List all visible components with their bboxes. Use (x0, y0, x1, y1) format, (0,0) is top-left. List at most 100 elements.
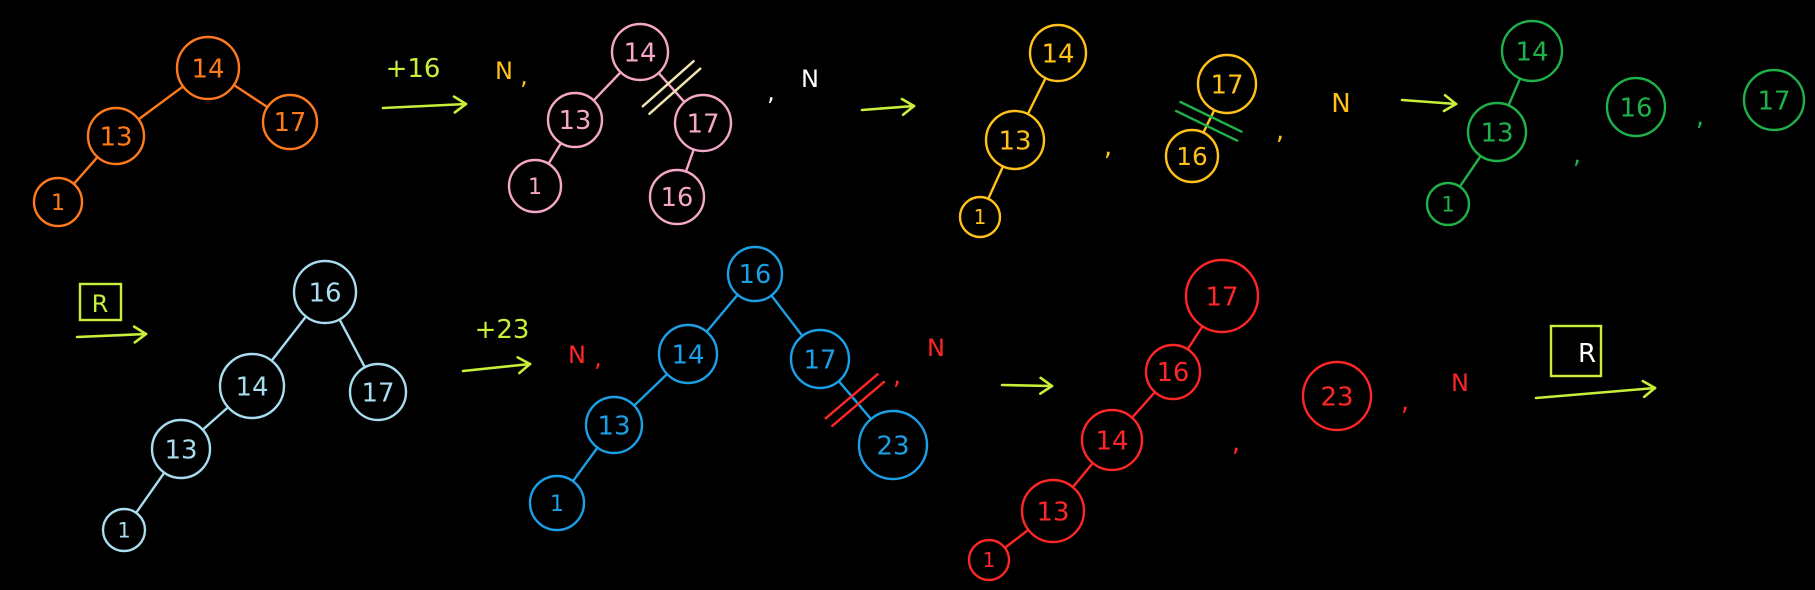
tree-node: 14 (1028, 23, 1088, 83)
tree-edge (657, 71, 686, 104)
tree-node: 23 (857, 409, 929, 481)
tree-edge (633, 372, 669, 407)
comma: , (520, 62, 528, 90)
node-value: 14 (191, 54, 224, 84)
node-value: 14 (235, 372, 268, 402)
tree-edge (705, 293, 739, 333)
node-value: 1 (550, 492, 564, 517)
tree-edge (1003, 528, 1030, 550)
tree-node: 1 (967, 538, 1011, 582)
comma: , (893, 361, 901, 391)
node-value: 14 (671, 340, 704, 370)
tree-edge (134, 471, 166, 515)
tree-edge (1071, 461, 1095, 489)
tree-node: 14 (610, 22, 670, 82)
tree-edge (1130, 390, 1157, 419)
comma: , (767, 78, 775, 106)
node-value: 16 (1176, 142, 1207, 171)
cut-mark (1179, 100, 1243, 133)
node-value: 17 (1210, 70, 1243, 100)
green-single-17: 17 (1742, 68, 1806, 132)
tree-edge (1507, 77, 1522, 107)
node-value: 23 (1320, 382, 1353, 412)
comma: , (1104, 132, 1112, 162)
cut-mark (641, 59, 695, 108)
pink-tree: 14 13 17 1 16 (507, 22, 733, 226)
tree-edge (270, 315, 308, 362)
node-value: 14 (1095, 426, 1128, 456)
tree-node: 16 (726, 245, 784, 303)
tree-node: 17 (673, 93, 733, 153)
tree-node: 16 (648, 168, 706, 226)
tree-node: 1 (101, 507, 147, 553)
arrow-right-icon (1400, 93, 1458, 113)
tree-edge (684, 148, 695, 173)
node-value: 13 (559, 106, 592, 136)
rotate-label-box (78, 282, 123, 322)
tree-node: 13 (1020, 478, 1086, 544)
node-value: 17 (686, 109, 719, 139)
tree-node: 14 (1080, 408, 1144, 472)
tree-node: 17 (789, 328, 851, 390)
tree-node: 13 (584, 395, 644, 455)
insert-23-label: +23 (475, 315, 530, 345)
node-value: 14 (1515, 37, 1548, 67)
tree-node: 1 (1425, 181, 1471, 227)
node-value: 14 (623, 38, 656, 68)
blue-tree: 16 14 17 13 1 23 (528, 245, 929, 532)
comma: , (1401, 387, 1409, 417)
arrow-right-icon (1534, 379, 1657, 400)
tree-node: 13 (546, 91, 604, 149)
node-value: 1 (974, 205, 987, 229)
cut-mark (824, 373, 879, 420)
node-value: 17 (803, 345, 836, 375)
arrow-right-icon (461, 356, 532, 375)
tree-node: 1 (507, 158, 563, 214)
cut-mark (648, 67, 702, 116)
tree-node: 14 (657, 323, 719, 385)
arrow-right-icon (1000, 376, 1054, 395)
red-tree: 17 16 14 13 1 (967, 258, 1260, 582)
node-value: 17 (1205, 282, 1238, 312)
tree-edge (1026, 76, 1047, 116)
tree-node: 1 (32, 176, 84, 228)
node-value: 23 (876, 431, 909, 461)
node-value: 1 (51, 191, 65, 216)
node-value: 1 (983, 548, 996, 572)
node-value: 16 (308, 278, 341, 308)
comma: , (1232, 428, 1240, 458)
comma: , (1276, 116, 1284, 146)
node-value: 16 (739, 260, 772, 290)
node-value: 14 (1041, 39, 1074, 69)
n-label: N (495, 57, 513, 85)
tree-node: 1 (958, 195, 1002, 239)
rotate-label-box (1549, 324, 1603, 378)
node-value: 1 (528, 175, 542, 200)
cut-mark (1174, 109, 1239, 142)
cut-mark (830, 380, 886, 428)
red-single-23: 23 (1301, 360, 1373, 432)
tree-edge (338, 318, 367, 369)
tree-edge (1458, 154, 1482, 188)
node-value: 13 (1480, 118, 1513, 148)
tree-edge (232, 83, 269, 109)
node-value: 17 (1757, 86, 1790, 116)
tree-edge (1202, 108, 1216, 134)
green-single-16: 16 (1605, 76, 1667, 138)
comma: , (1696, 102, 1704, 132)
tree-node: 1 (528, 474, 586, 532)
node-value: 17 (361, 378, 394, 408)
green-tree: 14 13 1 (1425, 19, 1564, 227)
tree-node: 13 (984, 109, 1046, 171)
tree-edge (201, 406, 230, 431)
tree-node: 13 (1466, 101, 1528, 163)
node-value: 16 (1619, 93, 1652, 123)
tree-node: 17 (261, 93, 319, 151)
arrow-right-icon (860, 97, 916, 117)
tree-edge (547, 141, 563, 165)
node-value: 16 (1157, 358, 1190, 388)
